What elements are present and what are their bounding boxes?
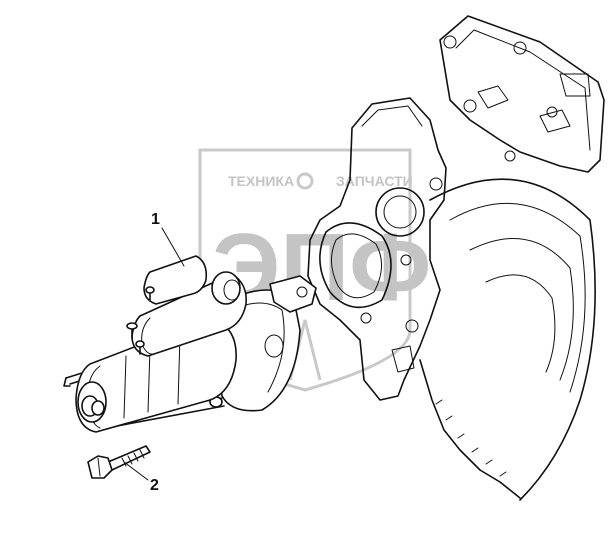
starter-motor — [63, 255, 317, 433]
callout-2: 2 — [123, 461, 159, 494]
motor-body — [75, 317, 237, 433]
engine-housing — [307, 15, 605, 501]
watermark-text-left: ТЕХНИКА — [228, 173, 294, 189]
callout-1: 1 — [151, 211, 185, 267]
leader-line-2 — [123, 461, 149, 481]
housing-top-bracket — [439, 15, 605, 173]
housing-lower-edge — [419, 359, 521, 499]
callout-label-1: 1 — [151, 211, 160, 228]
callout-label-2: 2 — [150, 477, 159, 494]
flywheel-housing-outline — [429, 178, 596, 501]
watermark-text-right: ЗАПЧАСТИ — [336, 173, 413, 189]
housing-main-body — [307, 97, 447, 401]
mounting-flange — [269, 275, 317, 313]
housing-bore-upper — [375, 187, 425, 237]
housing-bore-lower — [319, 222, 392, 309]
gear-icon — [296, 172, 314, 190]
leader-line-1 — [161, 227, 185, 267]
bolt-head — [87, 455, 113, 479]
bolt — [87, 445, 151, 479]
